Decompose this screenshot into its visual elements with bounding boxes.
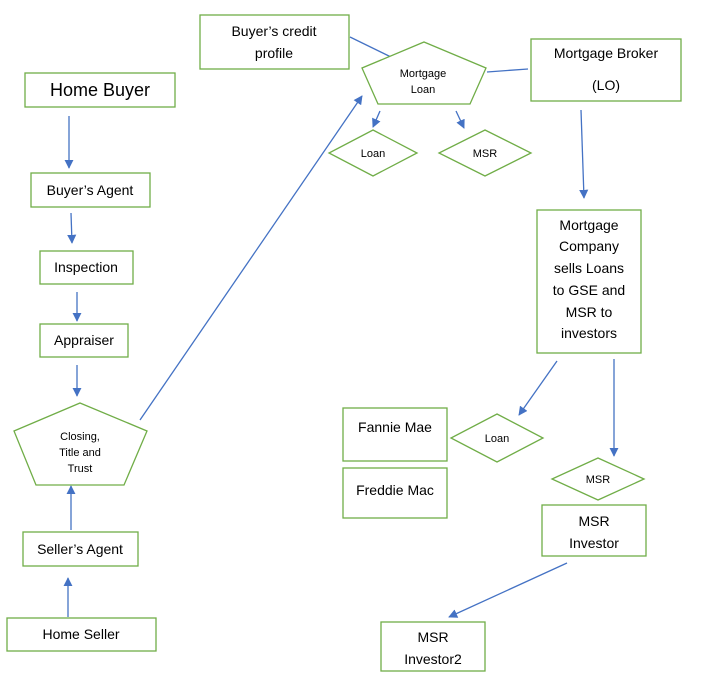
appraiser-label: Appraiser xyxy=(54,332,114,348)
freddie-mac-label: Freddie Mac xyxy=(356,482,434,498)
arrow-broker-to-company xyxy=(579,109,589,199)
mortgage-company-line4: to GSE and xyxy=(553,282,625,298)
credit-profile-line1: Buyer’s credit xyxy=(231,23,316,39)
connectors xyxy=(63,36,619,618)
mortgage-broker-line1: Mortgage Broker xyxy=(554,45,659,61)
loan-diamond-top: Loan xyxy=(327,129,419,177)
mortgage-company-line3: sells Loans xyxy=(554,260,624,276)
arrow-closing-to-mortgage-loan xyxy=(139,95,363,421)
buyers-agent-node: Buyer’s Agent xyxy=(30,172,151,208)
inspection-label: Inspection xyxy=(54,259,118,275)
loan-top-label: Loan xyxy=(361,148,385,160)
fannie-mae-label: Fannie Mae xyxy=(358,419,432,435)
mortgage-broker-node: Mortgage Broker (LO) xyxy=(530,38,682,102)
mortgage-company-line2: Company xyxy=(559,238,619,254)
mortgage-company-line1: Mortgage xyxy=(559,217,618,233)
freddie-mac-node: Freddie Mac xyxy=(342,467,448,519)
msr-investor2-line2: Investor2 xyxy=(404,651,462,667)
loan-mid-label: Loan xyxy=(485,433,509,445)
fannie-mae-node: Fannie Mae xyxy=(342,407,448,462)
loan-diamond-mid: Loan xyxy=(449,413,545,463)
arrow-investor-to-investor2 xyxy=(448,562,568,618)
inspection-node: Inspection xyxy=(39,250,134,285)
credit-profile-line2: profile xyxy=(255,45,293,61)
line-broker-to-loan xyxy=(486,68,529,73)
mortgage-company-line5: MSR to xyxy=(566,304,613,320)
msr-investor-node: MSR Investor xyxy=(541,504,647,557)
sellers-agent-node: Seller’s Agent xyxy=(22,531,139,567)
msr-investor2-line1: MSR xyxy=(417,629,448,645)
buyers-agent-label: Buyer’s Agent xyxy=(47,182,134,198)
home-buyer-node: Home Buyer xyxy=(24,72,176,108)
msr-diamond-mid: MSR xyxy=(550,457,646,501)
closing-label-line1: Closing, xyxy=(60,431,100,443)
closing-label-line3: Trust xyxy=(68,463,93,475)
closing-label-line2: Title and xyxy=(59,447,101,459)
arrow-company-to-loan xyxy=(518,360,558,416)
mortgage-company-line6: investors xyxy=(561,325,617,341)
msr-investor-line1: MSR xyxy=(578,513,609,529)
arrow-agent-to-inspection xyxy=(67,212,77,244)
closing-node: Closing, Title and Trust xyxy=(13,402,148,486)
line-credit-to-loan xyxy=(349,36,394,59)
credit-profile-node: Buyer’s credit profile xyxy=(199,14,350,70)
home-seller-node: Home Seller xyxy=(6,617,157,652)
home-buyer-label: Home Buyer xyxy=(50,80,150,100)
arrow-loan-to-loan-diamond xyxy=(372,110,381,128)
msr-investor2-node: MSR Investor2 xyxy=(380,621,486,672)
mortgage-broker-line2: (LO) xyxy=(592,77,620,93)
msr-top-label: MSR xyxy=(473,148,498,160)
mortgage-company-node: Mortgage Company sells Loans to GSE and … xyxy=(536,209,642,354)
arrow-loan-to-msr-diamond xyxy=(455,110,465,129)
mortgage-loan-line2: Loan xyxy=(411,84,435,96)
msr-mid-label: MSR xyxy=(586,474,611,486)
home-seller-label: Home Seller xyxy=(42,626,119,642)
mortgage-loan-node: Mortgage Loan xyxy=(361,41,487,105)
appraiser-node: Appraiser xyxy=(39,323,129,358)
msr-investor-line2: Investor xyxy=(569,535,619,551)
mortgage-loan-line1: Mortgage xyxy=(400,68,446,80)
msr-diamond-top: MSR xyxy=(437,129,533,177)
sellers-agent-label: Seller’s Agent xyxy=(37,541,123,557)
